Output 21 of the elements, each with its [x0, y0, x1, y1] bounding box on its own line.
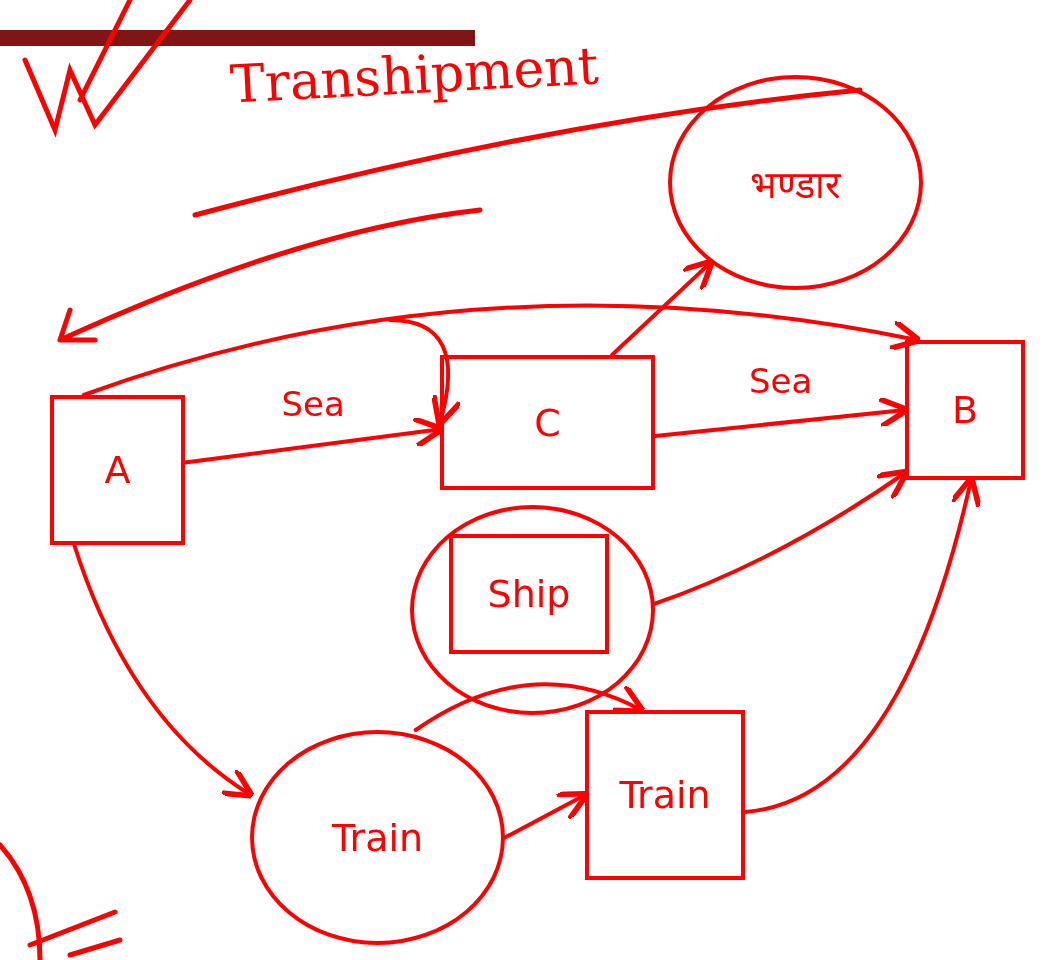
labeled-circle: [668, 75, 923, 290]
node-label: Ship: [487, 572, 571, 616]
node-label: भण्डार: [750, 161, 841, 209]
outline-circle: [410, 505, 655, 715]
node-label: A: [104, 448, 131, 492]
arrow: [81, 303, 923, 397]
arrow: [388, 318, 463, 428]
process-box: [449, 534, 609, 654]
labeled-circle: [250, 730, 505, 945]
node-label: Train: [619, 773, 711, 817]
arrow: [413, 682, 647, 732]
arrow: [72, 543, 256, 799]
node-label: B: [951, 388, 979, 432]
title: Transhipment: [228, 35, 600, 115]
process-box: [50, 395, 185, 545]
process-box: [905, 340, 1025, 480]
arrow: [610, 257, 716, 357]
process-box: [585, 710, 745, 880]
node-label: Train: [331, 815, 424, 860]
process-box: [440, 355, 655, 490]
node-label: C: [534, 400, 561, 445]
